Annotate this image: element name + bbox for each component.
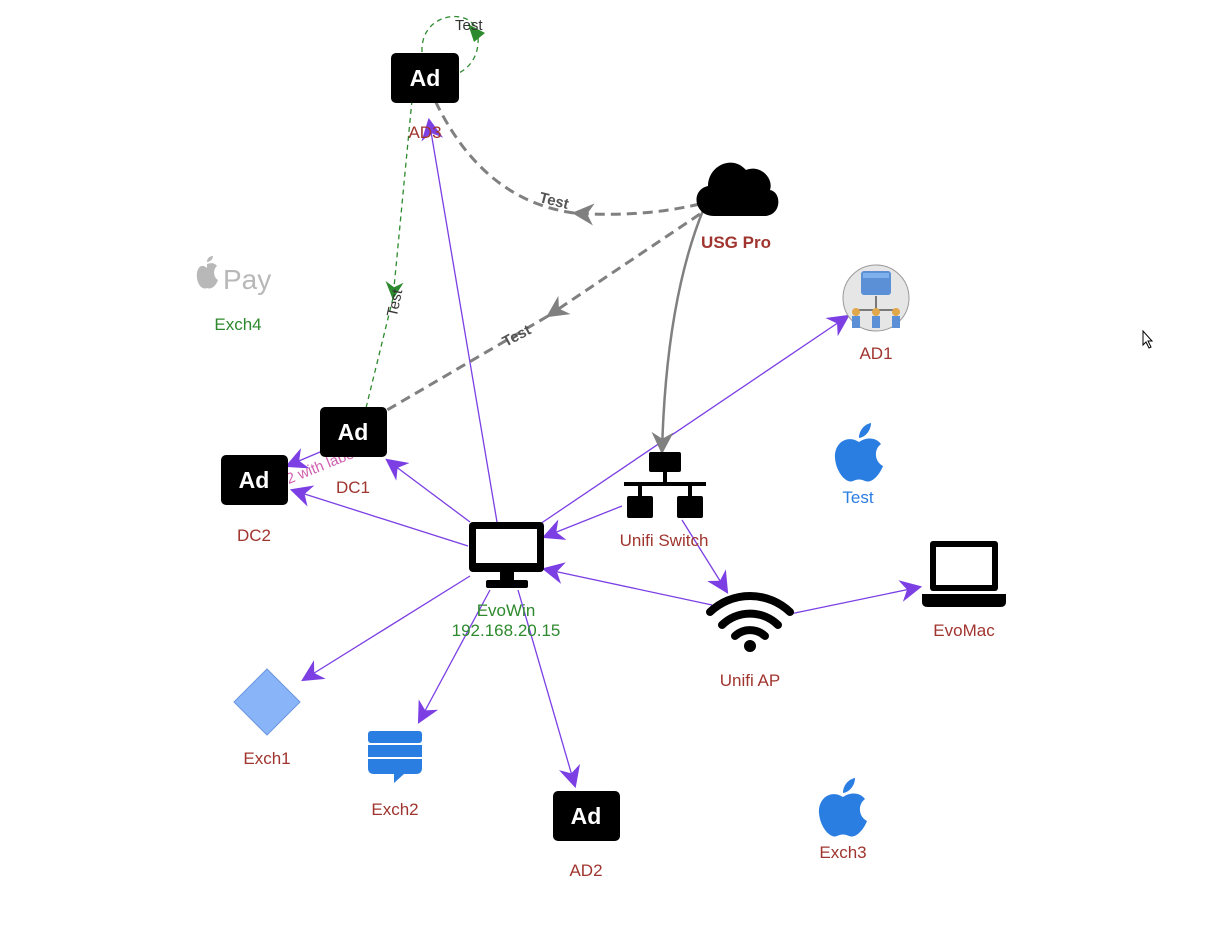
edge-evowin-ad1[interactable] <box>539 314 850 525</box>
edge-usg-dc1-tail[interactable] <box>369 314 549 422</box>
edge-usg-switch[interactable] <box>651 207 706 455</box>
node-dc1[interactable]: Ad DC1 <box>320 407 387 497</box>
node-exch4[interactable]: Pay Exch4 <box>196 256 271 334</box>
apple-pay-icon: Pay <box>196 256 271 295</box>
edge-switch-evowin[interactable] <box>541 505 623 540</box>
edge-evowin-ad3[interactable] <box>421 117 498 523</box>
edge-ap-evowin[interactable] <box>541 562 713 606</box>
ad-icon: Ad <box>553 791 620 841</box>
edge-ad3-dc1-tail[interactable] <box>365 297 394 409</box>
svg-text:Ad: Ad <box>239 467 270 493</box>
svg-text:Pay: Pay <box>223 264 271 295</box>
node-label-test: Test <box>842 488 873 507</box>
edge-evowin-dc2[interactable] <box>289 485 469 547</box>
node-label-usg: USG Pro <box>701 233 771 252</box>
node-label-exch4: Exch4 <box>214 315 261 334</box>
node-label-evowin: EvoWin <box>477 601 536 620</box>
edge-evowin-dc1[interactable] <box>385 458 471 523</box>
mouse-cursor-icon <box>1142 329 1154 349</box>
node-ad3[interactable]: Ad AD3 <box>391 53 459 142</box>
diamond-icon <box>233 668 301 736</box>
node-exch1[interactable]: Exch1 <box>233 668 301 768</box>
node-unifi-switch[interactable]: Unifi Switch <box>620 452 709 550</box>
node-test[interactable]: Test <box>834 423 883 507</box>
node-ad1[interactable]: AD1 <box>842 264 910 363</box>
edge-evowin-ad2[interactable] <box>517 589 581 789</box>
node-label-evomac: EvoMac <box>933 621 995 640</box>
apple-icon <box>834 423 883 482</box>
laptop-icon <box>922 541 1006 607</box>
ad-icon: Ad <box>391 53 459 103</box>
edge-usg-ad3-tail[interactable] <box>430 93 575 215</box>
edge-ad3-dc1-head[interactable] <box>385 99 413 300</box>
edge-ap-evomac[interactable] <box>789 580 923 615</box>
edge-label-selfloop: Test <box>455 17 483 34</box>
node-label-dc1: DC1 <box>336 478 370 497</box>
node-ip-evowin: 192.168.20.15 <box>452 621 561 640</box>
selfloop-arrowhead <box>468 24 485 42</box>
svg-text:Ad: Ad <box>571 803 602 829</box>
edges <box>284 15 923 789</box>
node-label-dc2: DC2 <box>237 526 271 545</box>
node-label-exch3: Exch3 <box>819 843 866 862</box>
node-exch2[interactable]: Exch2 <box>368 731 422 819</box>
node-dc2[interactable]: Ad DC2 <box>221 455 288 545</box>
edge-usg-dc1-head[interactable] <box>546 212 701 318</box>
database-server-icon <box>842 264 910 332</box>
node-ad2[interactable]: Ad AD2 <box>553 791 620 880</box>
edge-label-ad3-dc1: Test <box>384 287 407 318</box>
node-label-exch1: Exch1 <box>243 749 290 768</box>
wifi-icon <box>706 592 794 652</box>
node-evomac[interactable]: EvoMac <box>922 541 1006 640</box>
desktop-icon <box>469 522 544 588</box>
node-label-ad2: AD2 <box>569 861 602 880</box>
node-evowin[interactable]: EvoWin 192.168.20.15 <box>452 522 561 640</box>
edge-usg-ad3[interactable] <box>571 202 701 226</box>
node-unifi-ap[interactable]: Unifi AP <box>706 592 794 690</box>
node-label-ap: Unifi AP <box>720 671 780 690</box>
node-label-exch2: Exch2 <box>371 800 418 819</box>
cloud-icon <box>696 162 779 216</box>
edge-evowin-exch1[interactable] <box>301 575 471 682</box>
svg-text:Ad: Ad <box>338 419 369 445</box>
svg-text:Ad: Ad <box>410 65 441 91</box>
ad-icon: Ad <box>221 455 288 505</box>
node-exch3[interactable]: Exch3 <box>818 778 867 862</box>
node-label-ad3: AD3 <box>408 123 441 142</box>
stack-exchange-icon <box>368 731 422 783</box>
ad-icon: Ad <box>320 407 387 457</box>
node-usg-pro[interactable]: USG Pro <box>696 162 779 252</box>
network-icon <box>624 452 706 518</box>
node-label-switch: Unifi Switch <box>620 531 709 550</box>
edge-switch-ap[interactable] <box>681 519 729 594</box>
edge-label-ad3-usg: Test <box>538 189 571 213</box>
apple-icon <box>818 778 867 837</box>
node-label-ad1: AD1 <box>859 344 892 363</box>
edge-evowin-exch2[interactable] <box>417 589 491 724</box>
